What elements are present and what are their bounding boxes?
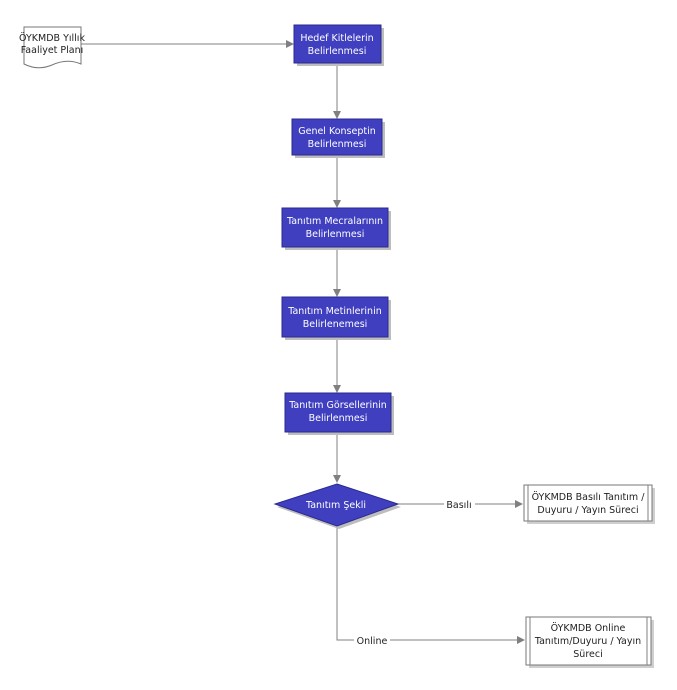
subprocess-online-line-1: ÖYKMDB Online (551, 623, 626, 634)
process-step-hedef-kitle: Hedef Kitlelerin Belirlenmesi (293, 24, 384, 66)
step-4-line-2: Belirlenemesi (303, 319, 368, 330)
step-2-line-2: Belirlenmesi (308, 139, 367, 150)
step-3-line-1: Tanıtım Mecralarının (286, 216, 383, 227)
process-step-genel-konsept: Genel Konseptin Belirlenmesi (291, 118, 385, 158)
process-step-tanitim-gorselleri: Tanıtım Görsellerinin Belirlenmesi (284, 392, 394, 435)
process-step-tanitim-mecralari: Tanıtım Mecralarının Belirlenmesi (281, 207, 391, 250)
branch-basili-text: Basılı (446, 500, 471, 511)
subprocess-online-line-3: Süreci (573, 649, 602, 660)
branch-label-online: Online (354, 633, 390, 647)
start-document-line-1: ÖYKMDB Yıllık (19, 33, 85, 44)
branch-label-basili: Basılı (444, 497, 475, 511)
subprocess-online-line-2: Tanıtım/Duyuru / Yayın (534, 636, 641, 647)
start-document: ÖYKMDB Yıllık Faaliyet Planı (19, 26, 85, 69)
subprocess-basili-line-1: ÖYKMDB Basılı Tanıtım / (532, 492, 646, 503)
subprocess-basili-line-2: Duyuru / Yayın Süreci (537, 505, 638, 516)
step-5-line-2: Belirlenmesi (309, 413, 368, 424)
decision-label: Tanıtım Şekli (305, 500, 366, 511)
step-3-line-2: Belirlenmesi (306, 229, 365, 240)
subprocess-online: ÖYKMDB Online Tanıtım/Duyuru / Yayın Sür… (525, 616, 654, 668)
step-1-line-1: Hedef Kitlelerin (300, 33, 373, 44)
step-2-line-1: Genel Konseptin (298, 126, 376, 137)
branch-online-text: Online (357, 636, 388, 647)
subprocess-basili: ÖYKMDB Basılı Tanıtım / Duyuru / Yayın S… (523, 484, 655, 524)
step-5-line-1: Tanıtım Görsellerinin (288, 400, 387, 411)
start-document-line-2: Faaliyet Planı (21, 45, 84, 56)
step-4-line-1: Tanıtım Metinlerinin (287, 306, 382, 317)
step-1-line-2: Belirlenmesi (308, 46, 367, 57)
connector-decision-to-online (336, 526, 525, 644)
process-step-tanitim-metinleri: Tanıtım Metinlerinin Belirlenemesi (281, 296, 391, 340)
decision-tanitim-sekli: Tanıtım Şekli (273, 483, 401, 529)
